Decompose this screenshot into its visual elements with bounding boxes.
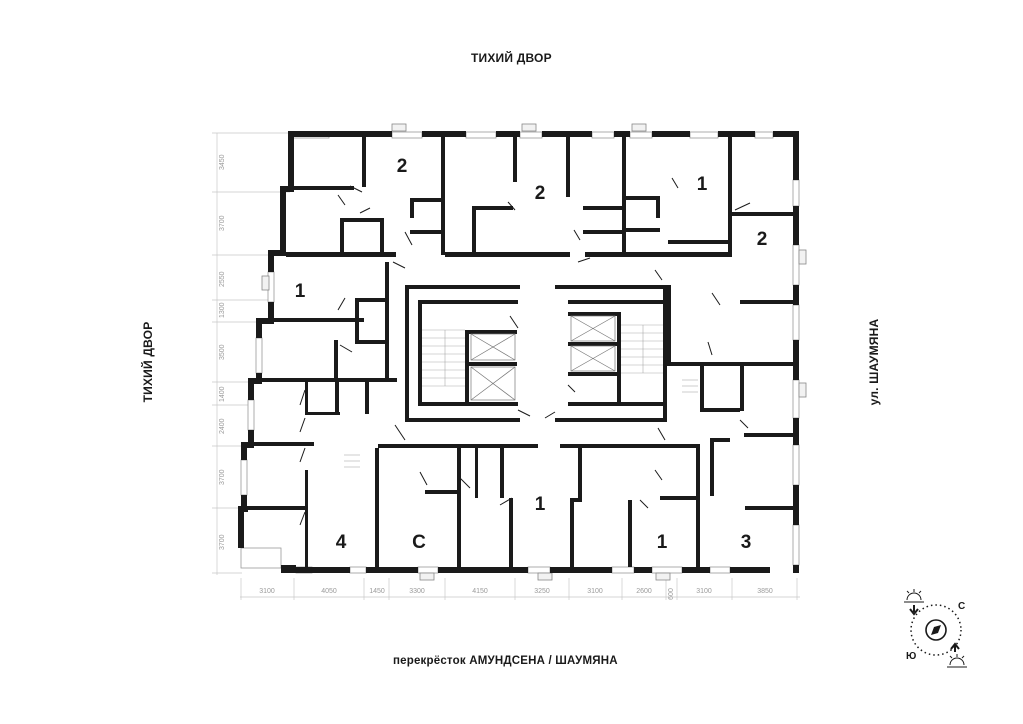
svg-text:1400: 1400 (219, 386, 226, 402)
svg-text:1450: 1450 (369, 588, 385, 595)
svg-text:3100: 3100 (587, 588, 603, 595)
sunrise-icon-top (904, 589, 924, 603)
apartment-label: 1 (295, 281, 306, 302)
svg-text:2400: 2400 (219, 418, 226, 434)
apartment-label: 4 (336, 532, 347, 553)
svg-text:1300: 1300 (219, 302, 226, 318)
svg-text:3700: 3700 (219, 534, 226, 550)
apartment-label: 2 (535, 183, 546, 204)
compass-icon (925, 619, 947, 641)
ventilation-grilles (261, 123, 807, 581)
apartment-label: 1 (697, 174, 708, 195)
svg-text:3100: 3100 (696, 588, 712, 595)
apartment-label: 1 (535, 494, 546, 515)
svg-text:4150: 4150 (472, 588, 488, 595)
apartment-label: 2 (757, 229, 768, 250)
apartment-room-labels: 2 2 1 2 1 4 С 1 1 3 (295, 156, 768, 553)
arrow-down-icon (909, 605, 919, 616)
svg-text:2550: 2550 (219, 271, 226, 287)
exterior-walls (238, 131, 799, 573)
dimension-labels-left: 3450 3700 2550 1300 3500 1400 2400 3700 … (219, 154, 226, 550)
compass-rose: С Ю (904, 589, 967, 668)
svg-text:600: 600 (668, 588, 675, 600)
svg-text:4050: 4050 (321, 588, 337, 595)
windows (240, 131, 800, 574)
dimension-lines-bottom (240, 578, 800, 600)
svg-text:3300: 3300 (409, 588, 425, 595)
svg-text:3500: 3500 (219, 344, 226, 360)
apartment-label: 2 (397, 156, 408, 177)
apartment-label: 1 (657, 532, 668, 553)
door-swings (299, 177, 751, 526)
compass-needle-icon (931, 625, 941, 635)
svg-text:2600: 2600 (636, 588, 652, 595)
sunset-icon-bottom (947, 654, 967, 668)
svg-text:3250: 3250 (534, 588, 550, 595)
svg-text:3850: 3850 (757, 588, 773, 595)
dimension-lines-left (212, 132, 300, 575)
apartment-label: 3 (741, 532, 752, 553)
dimension-labels-bottom: 3100 4050 1450 3300 4150 3250 3100 2600 … (259, 588, 773, 600)
courtyard-label-top: ТИХИЙ ДВОР (471, 51, 552, 65)
svg-text:3700: 3700 (219, 469, 226, 485)
compass-south-label: Ю (906, 651, 916, 662)
elevator-shafts (470, 315, 616, 401)
svg-text:3700: 3700 (219, 215, 226, 231)
svg-text:3450: 3450 (219, 154, 226, 170)
svg-text:3100: 3100 (259, 588, 275, 595)
arrow-up-icon (950, 642, 960, 652)
intersection-label-bottom: перекрёсток АМУНДСЕНА / ШАУМЯНА (393, 655, 618, 667)
apartment-label: С (412, 532, 426, 553)
interior-walls (247, 137, 793, 567)
compass-north-label: С (958, 601, 965, 612)
stairs (344, 324, 698, 468)
